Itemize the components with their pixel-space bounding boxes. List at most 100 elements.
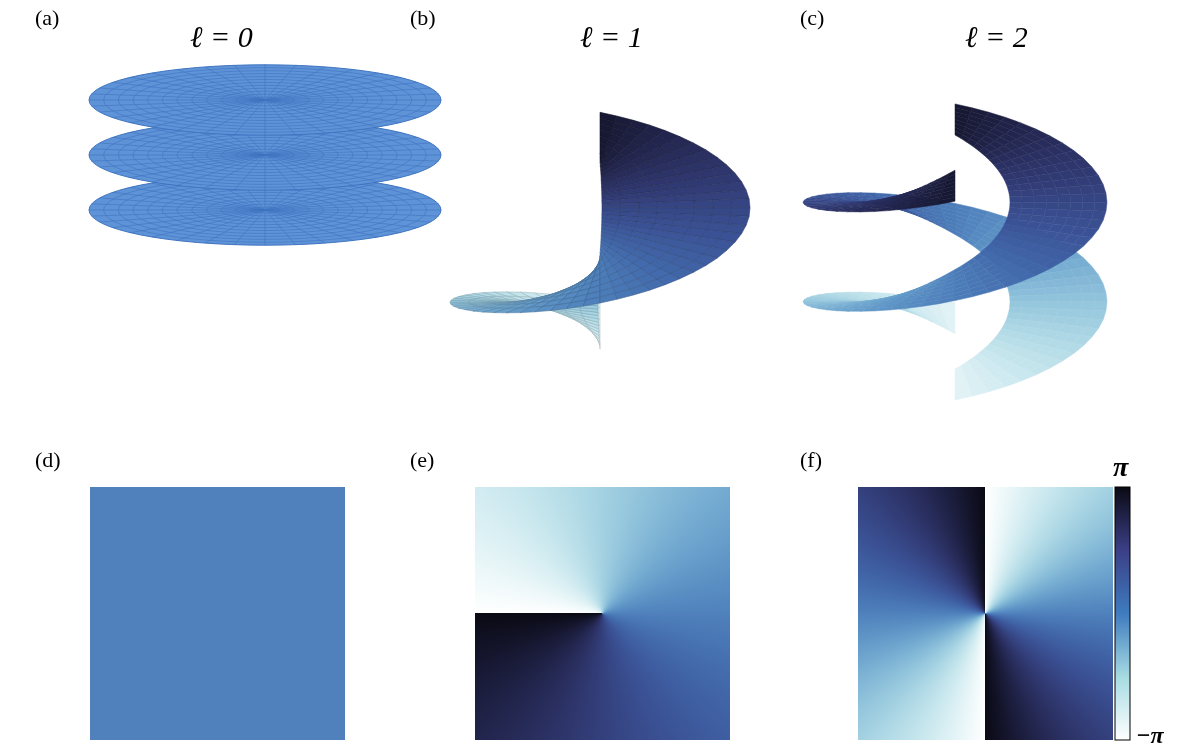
helix-facet [620, 198, 639, 203]
helix-facet [955, 392, 972, 400]
helix-facet [1094, 302, 1107, 311]
helix-facet [1032, 209, 1046, 216]
grid-spoke [265, 65, 266, 100]
helix-facet [986, 284, 1005, 293]
helix-facet [694, 200, 713, 208]
helical-wavefront [450, 112, 750, 349]
helix-facet [657, 208, 676, 214]
helix-facet [905, 303, 924, 309]
helix-facet [1032, 189, 1046, 196]
grid-spoke [113, 192, 265, 210]
panel-letter: (f) [800, 448, 822, 472]
helix-facet [694, 208, 713, 215]
helix-facet [1010, 202, 1022, 208]
helix-facet [1082, 293, 1095, 302]
helix-facet [971, 289, 989, 297]
helix-facet [1020, 208, 1033, 215]
helix-facet [707, 184, 729, 193]
helix-facet [1091, 310, 1106, 319]
grid-spoke [89, 210, 265, 211]
helix-facet [1022, 302, 1035, 308]
helix-facet [1009, 190, 1022, 196]
grid-spoke [130, 210, 265, 233]
helix-facet [1082, 202, 1095, 211]
helix-facet [1001, 278, 1021, 287]
helix-facet [583, 297, 600, 306]
phase-map [475, 487, 730, 740]
grid-spoke [265, 143, 430, 155]
helix-facet [940, 224, 949, 231]
helix-facet [728, 190, 749, 199]
helix-facet [600, 293, 617, 303]
helix-facet [971, 388, 989, 396]
helix-facet [1010, 302, 1022, 308]
helix-facet [955, 231, 963, 239]
helix-facet [1094, 293, 1107, 302]
helix-facet [710, 192, 731, 201]
grid-spoke [89, 100, 265, 101]
panel-letter: (a) [35, 6, 59, 30]
helix-facet [602, 204, 621, 208]
grid-spoke [92, 155, 265, 161]
helix-facet [921, 300, 939, 307]
colorbar-tick: π [1113, 452, 1128, 483]
grid-spoke [265, 155, 378, 182]
helix-facet [1018, 183, 1032, 190]
grid-spoke [113, 82, 265, 100]
helix-facet [657, 202, 676, 208]
grid-spoke [265, 210, 378, 237]
helix-facet [1046, 202, 1059, 209]
helix-facet [1058, 202, 1071, 210]
helix-facet [955, 293, 972, 301]
helix-facet [1094, 193, 1107, 202]
helix-facet [803, 200, 816, 202]
grid-spoke [265, 100, 325, 133]
grid-spoke [265, 210, 266, 245]
grid-spoke [265, 198, 430, 210]
panel-letter: (c) [800, 6, 824, 30]
helix-facet [1022, 196, 1035, 202]
colorbar-tick: −π [1136, 722, 1164, 748]
plane-disk [89, 65, 441, 135]
grid-spoke [177, 210, 265, 240]
helix-facet [1046, 295, 1059, 302]
grid-spoke [265, 149, 438, 155]
helix-facet [1046, 195, 1059, 202]
phase-map [90, 487, 345, 740]
grid-spoke [265, 210, 325, 243]
helix-facet [938, 297, 955, 304]
helix-facet [1068, 186, 1082, 195]
helix-facet [1001, 378, 1021, 387]
helix-facet [840, 201, 854, 203]
helix-facet [1087, 219, 1103, 229]
panel-letter: (b) [410, 6, 436, 30]
grid-spoke [265, 210, 441, 211]
grid-spoke [234, 65, 265, 100]
helix-facet [1044, 188, 1058, 196]
helix-facet [1034, 202, 1047, 209]
helix-facet [933, 221, 943, 228]
grid-spoke [205, 67, 265, 100]
helix-facet [620, 203, 639, 208]
helix-facet [940, 323, 949, 330]
helix-facet [1070, 294, 1083, 302]
grid-spoke [265, 155, 441, 156]
grid-spoke [265, 88, 430, 100]
helix-facet [1010, 296, 1022, 302]
mode-label: ℓ = 1 [580, 20, 643, 53]
helix-facet [1068, 286, 1082, 295]
grid-spoke [265, 100, 417, 118]
grid-spoke [265, 155, 417, 173]
helix-facet [905, 203, 924, 209]
panel-letter: (d) [35, 448, 61, 472]
mode-label: ℓ = 2 [965, 20, 1028, 53]
panel-letter: (e) [410, 448, 434, 472]
grid-spoke [265, 210, 417, 228]
grid-spoke [177, 155, 265, 185]
plane-wavefronts [89, 65, 441, 245]
helix-facet [728, 216, 749, 225]
helix-facet [674, 194, 694, 201]
helix-facet [712, 200, 731, 208]
